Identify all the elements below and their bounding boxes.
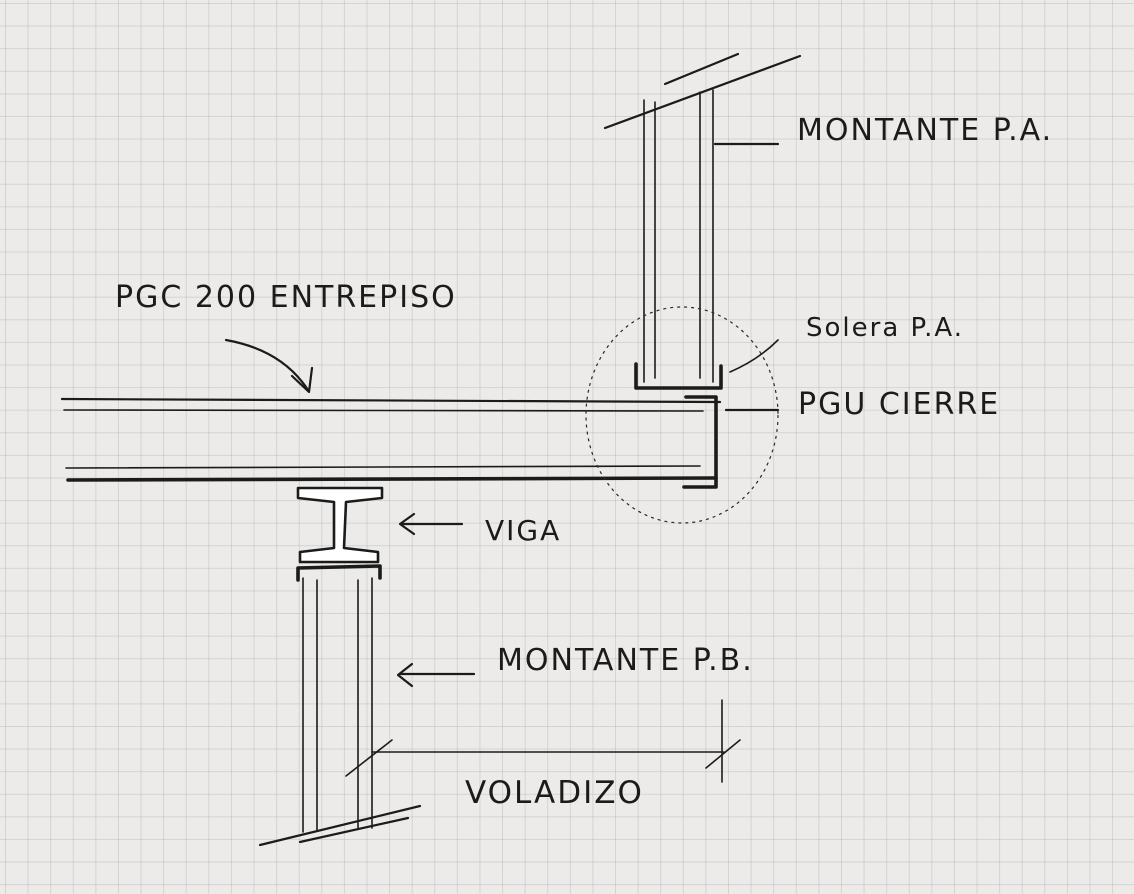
montante-pa-break-line <box>603 52 802 130</box>
solera-pa-track <box>634 362 723 390</box>
label-solera-pa: Solera P.A. <box>806 313 965 343</box>
solera-pa-leader <box>729 339 779 373</box>
montante-pb-arrow <box>396 662 476 688</box>
montante-pb-break-line <box>258 804 422 847</box>
viga-arrow <box>398 512 464 536</box>
montante-pb-stud <box>296 564 382 833</box>
detail-circle <box>585 306 779 524</box>
label-voladizo: VOLADIZO <box>465 775 644 811</box>
pgc-entrepiso-arrow <box>224 338 314 394</box>
label-pgu-cierre: PGU CIERRE <box>798 387 1001 422</box>
viga-i-beam <box>296 486 384 564</box>
label-montante-pb: MONTANTE P.B. <box>497 643 754 678</box>
voladizo-dimension <box>345 699 741 783</box>
label-pgc-200-entrepiso: PGC 200 ENTREPISO <box>115 280 457 315</box>
label-montante-pa: MONTANTE P.A. <box>797 113 1054 148</box>
pgu-cierre-track <box>682 395 718 489</box>
montante-pa-stud <box>643 89 714 383</box>
label-viga: VIGA <box>485 514 562 547</box>
pgc-200-joist <box>60 397 722 482</box>
